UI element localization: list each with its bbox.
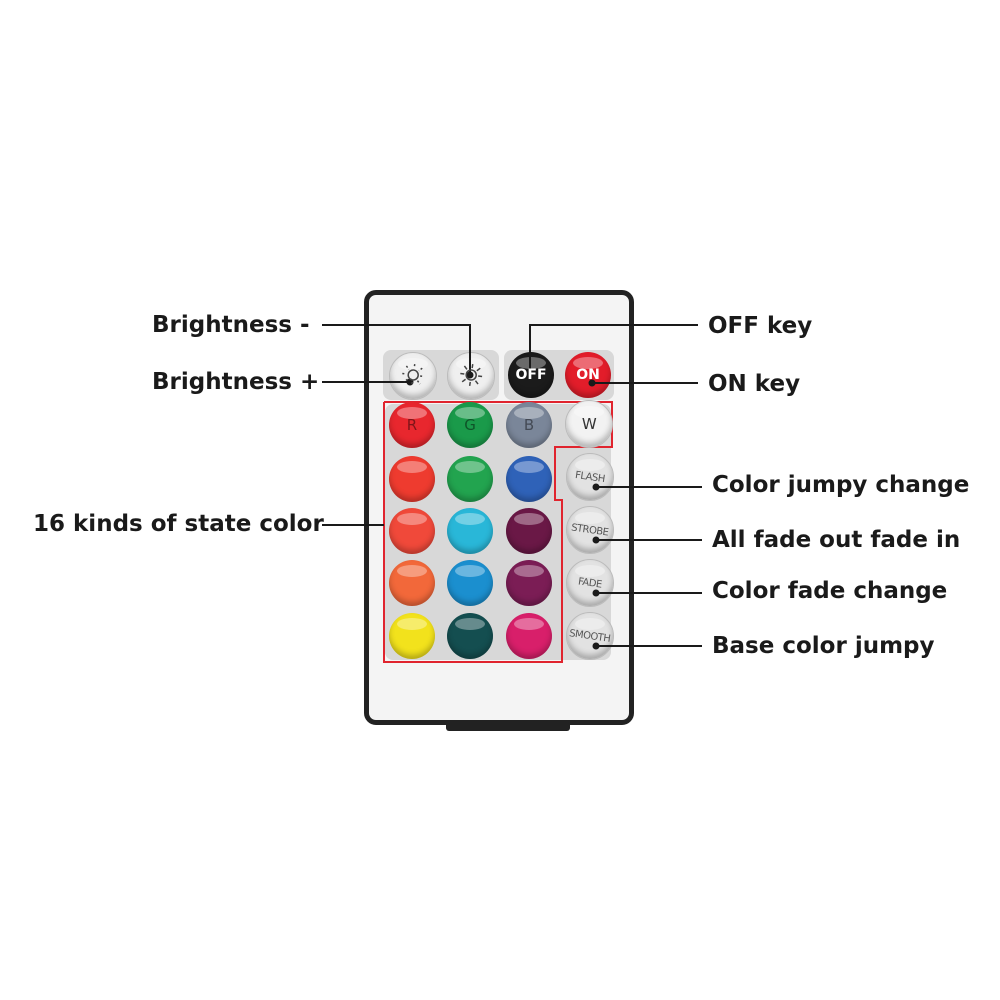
color-button-r2c1[interactable] [389, 456, 435, 502]
label-brightness-plus: Brightness + [152, 369, 320, 395]
red-button-label: R [406, 416, 418, 434]
label-flash-desc: Color jumpy change [712, 472, 970, 498]
label-on-key: ON key [708, 371, 801, 397]
brightness-up-button[interactable] [447, 352, 495, 400]
sun-bright-icon [456, 360, 486, 392]
color-button-r3c1[interactable] [389, 508, 435, 554]
sun-dim-icon [398, 360, 428, 392]
strobe-button-label: STROBE [570, 521, 610, 539]
color-button-r5c2[interactable] [447, 613, 493, 659]
color-button-r2c2[interactable] [447, 456, 493, 502]
flash-button-label: FLASH [574, 469, 606, 485]
fade-button[interactable]: FADE [566, 559, 614, 607]
color-button-r3c3[interactable] [506, 508, 552, 554]
label-fade-desc: Color fade change [712, 578, 948, 604]
color-button-r4c3[interactable] [506, 560, 552, 606]
blue-button[interactable]: B [506, 402, 552, 448]
color-button-r4c2[interactable] [447, 560, 493, 606]
flash-button[interactable]: FLASH [566, 453, 614, 501]
white-button-label: W [581, 415, 597, 433]
label-state-color: 16 kinds of state color [33, 511, 324, 537]
color-button-r4c1[interactable] [389, 560, 435, 606]
color-button-r5c1[interactable] [389, 613, 435, 659]
smooth-button-label: SMOOTH [568, 627, 612, 645]
off-button[interactable]: OFF [508, 352, 554, 398]
green-button-label: G [464, 416, 476, 434]
brightness-down-button[interactable] [389, 352, 437, 400]
smooth-button[interactable]: SMOOTH [566, 612, 614, 660]
label-smooth-desc: Base color jumpy [712, 633, 935, 659]
remote-connector [446, 722, 570, 731]
color-button-r3c2[interactable] [447, 508, 493, 554]
strobe-button[interactable]: STROBE [566, 506, 614, 554]
color-button-r5c3[interactable] [506, 613, 552, 659]
red-button[interactable]: R [389, 402, 435, 448]
label-strobe-desc: All fade out fade in [712, 527, 961, 553]
off-button-label: OFF [515, 367, 547, 383]
fade-button-label: FADE [577, 575, 603, 591]
label-off-key: OFF key [708, 313, 813, 339]
blue-button-label: B [523, 416, 535, 434]
green-button[interactable]: G [447, 402, 493, 448]
on-button[interactable]: ON [565, 352, 611, 398]
color-button-r2c3[interactable] [506, 456, 552, 502]
on-button-label: ON [576, 367, 600, 383]
label-brightness-minus: Brightness - [152, 312, 310, 338]
white-button[interactable]: W [565, 400, 613, 448]
